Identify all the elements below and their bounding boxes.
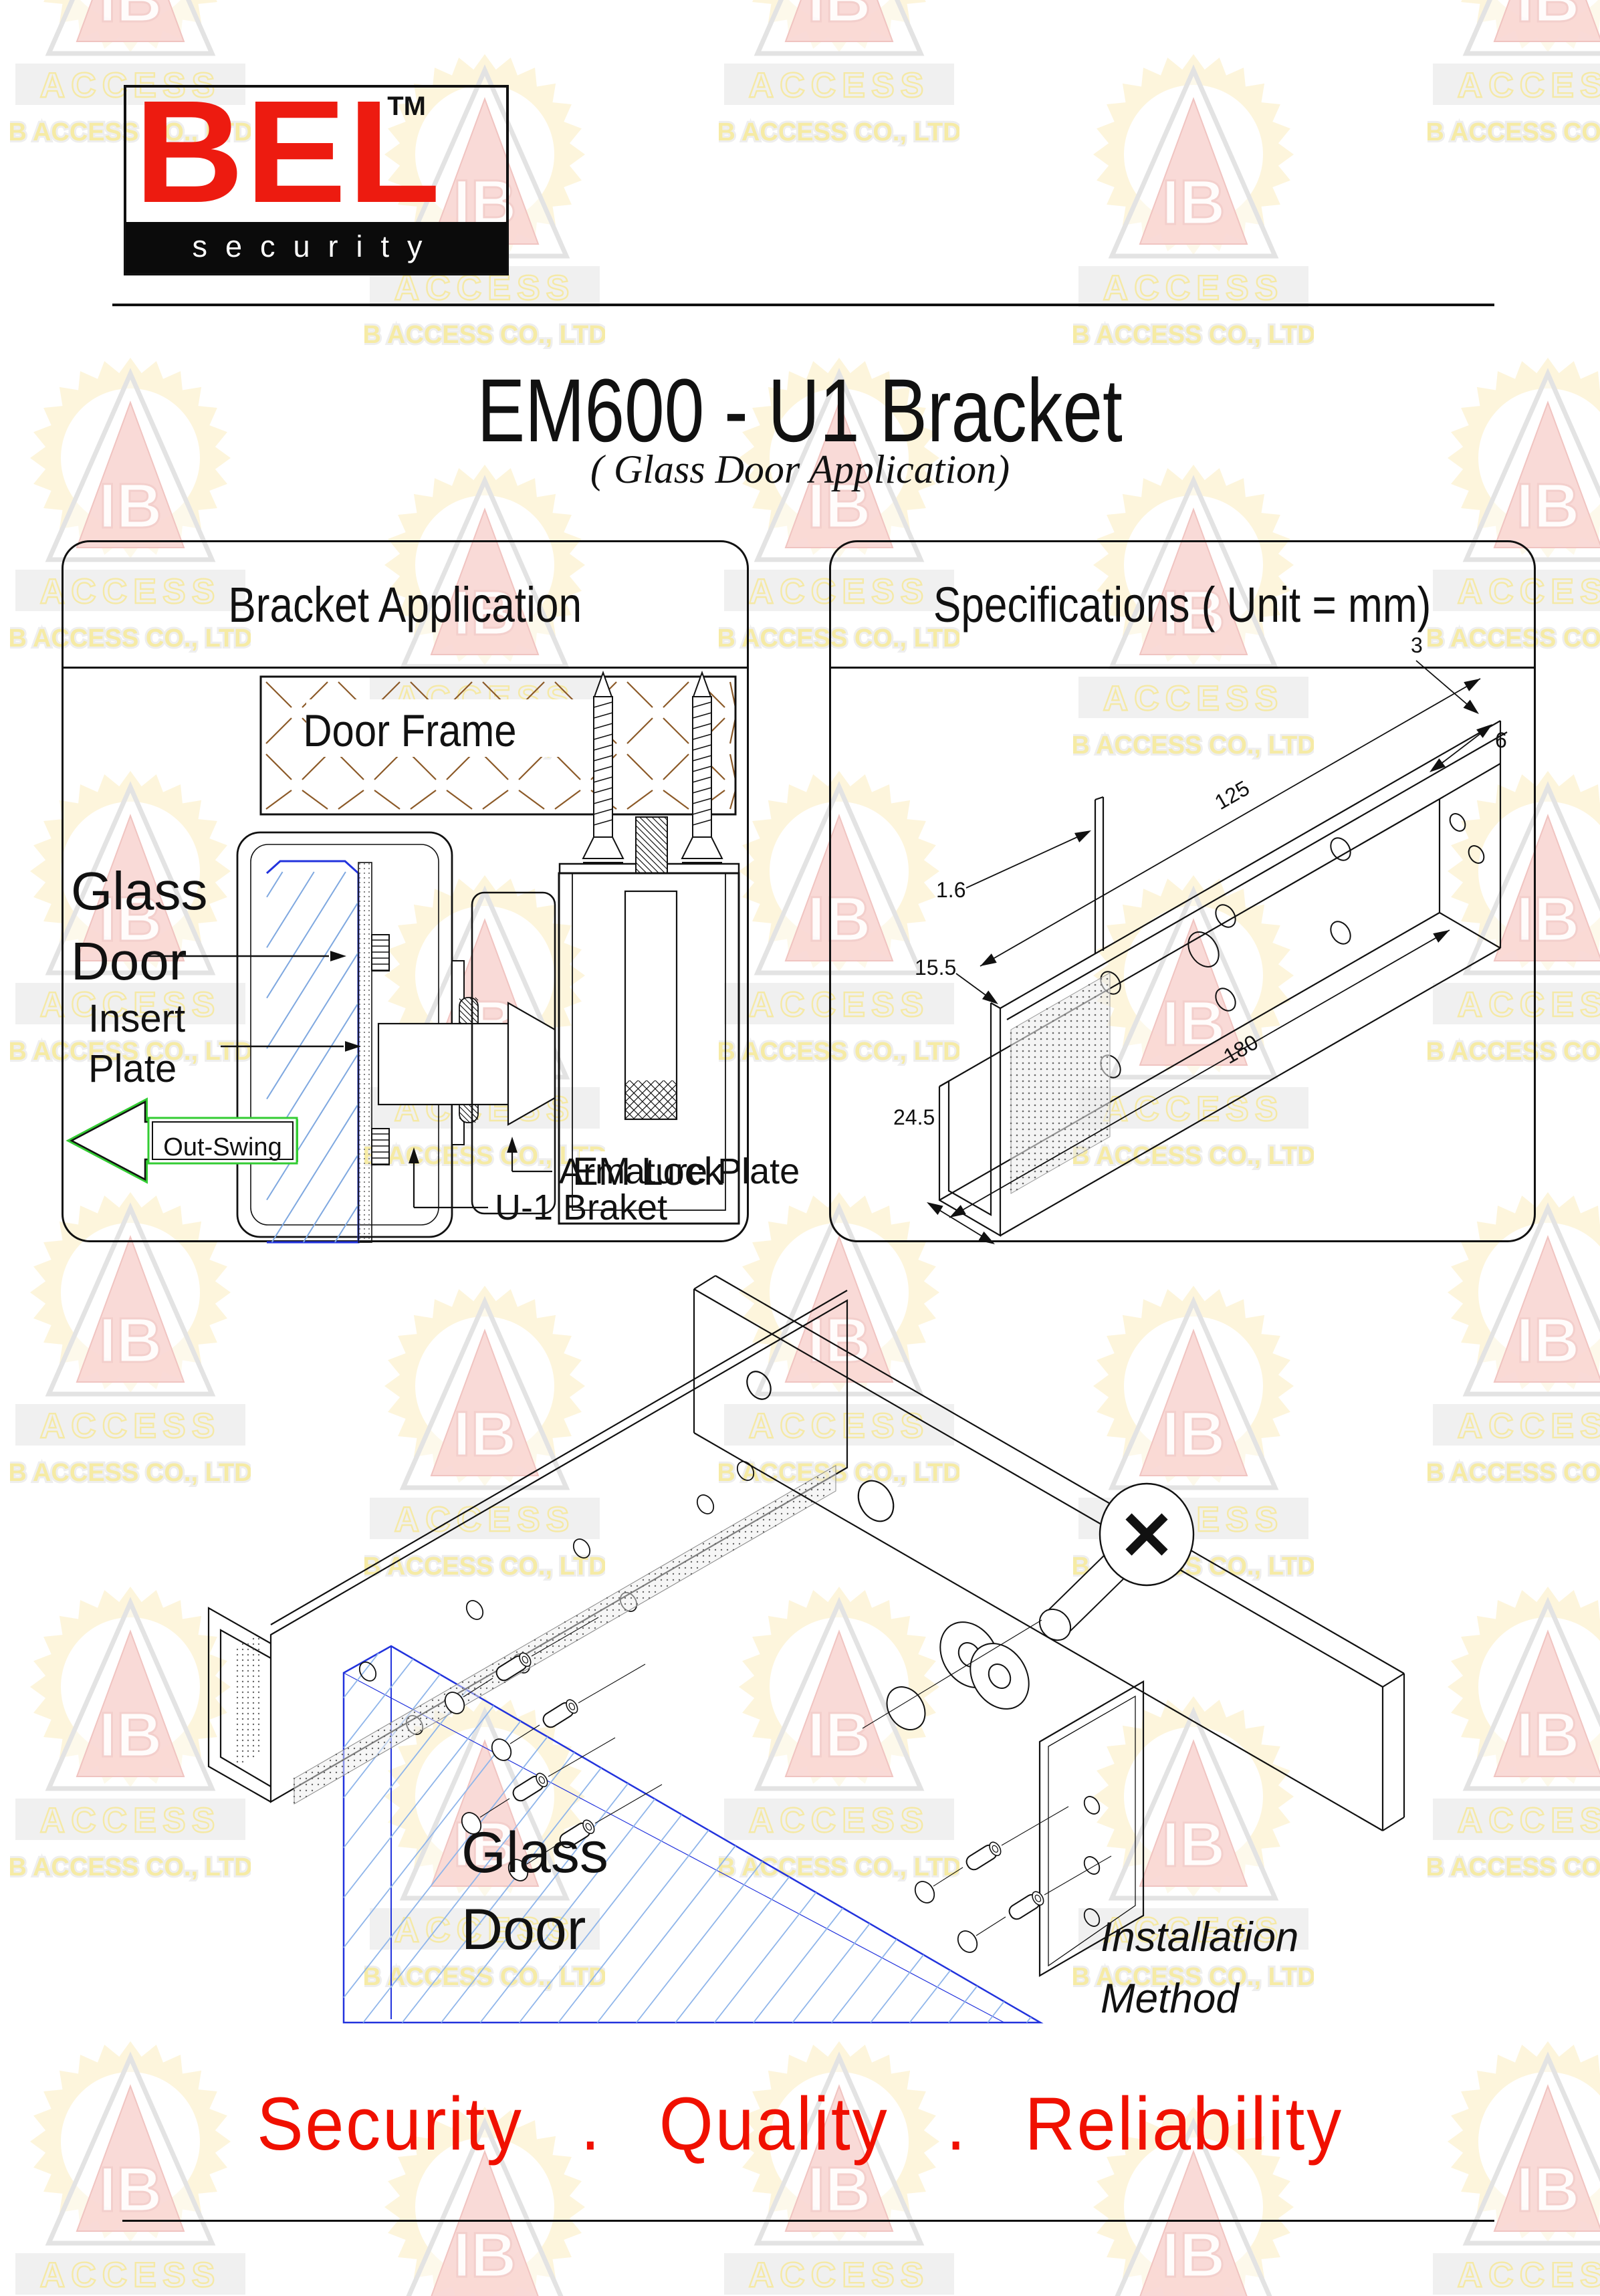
svg-text:ACCESS: ACCESS — [1458, 1407, 1600, 1446]
insert-plate-label-2: Plate — [88, 1047, 177, 1090]
bel-logo-tagline: security — [126, 222, 507, 273]
dim-125: 125 — [1211, 776, 1254, 814]
leader-lines — [144, 951, 552, 1209]
insert-plate-texture — [358, 863, 370, 1240]
glass-door-iso-label-2: Door — [461, 1898, 586, 1962]
armature-plate-label: Armature Plate — [559, 1151, 800, 1191]
svg-text:ACCESS: ACCESS — [1458, 2256, 1600, 2295]
em-lock-label: EM Lock — [572, 1150, 724, 1193]
watermark-unit: IB ACCESS IB ACCESS CO., LTD. — [719, 0, 959, 148]
glass-door-label-2: Door — [71, 931, 187, 991]
bracket-application-header: Bracket Application — [64, 542, 747, 669]
u1-bracket-label: U-1 Braket — [495, 1187, 667, 1228]
bel-logo-text: BEL — [134, 71, 442, 233]
bracket-application-drawing: Door Frame EM Lock Glass Door Inser — [66, 671, 800, 1244]
dim-6: 6 — [1495, 728, 1507, 752]
svg-text:ACCESS: ACCESS — [1458, 1801, 1600, 1840]
svg-text:IB: IB — [808, 0, 871, 35]
out-swing-arrow: Out-Swing — [66, 1097, 298, 1184]
svg-text:IB: IB — [1162, 2220, 1226, 2291]
dim-3: 3 — [1411, 633, 1423, 657]
glass-hatch — [266, 871, 359, 1243]
insert-pad-texture — [1010, 972, 1111, 1194]
svg-text:IB: IB — [453, 2220, 517, 2291]
specifications-drawing: 3 6 125 1.6 15.5 180 24.5 — [893, 633, 1508, 1244]
threaded-rod — [635, 816, 668, 874]
svg-text:IB: IB — [1516, 1305, 1580, 1376]
channel-holes-iso — [358, 1461, 755, 1735]
em-lock-core-hatch — [624, 1080, 677, 1120]
door-frame — [259, 675, 737, 816]
svg-text:IB: IB — [1516, 0, 1580, 35]
footer-slogan: Security . Quality . Reliability — [257, 2082, 1343, 2166]
svg-text:ACCESS: ACCESS — [749, 2256, 930, 2295]
glass-door-iso-label-1: Glass — [461, 1821, 608, 1885]
insert-plate-section — [358, 862, 372, 1243]
svg-text:IB ACCESS CO., LTD.: IB ACCESS CO., LTD. — [1073, 321, 1314, 349]
page-subtitle: ( Glass Door Application) — [590, 447, 1010, 491]
insert-pad-iso — [236, 1465, 836, 1805]
svg-text:ACCESS: ACCESS — [40, 2256, 221, 2295]
installation-method-caption: Installation Method — [1101, 1914, 1299, 2022]
machine-screw — [1038, 1482, 1195, 1641]
door-frame-label: Door Frame — [303, 705, 516, 756]
glass-door-section — [265, 860, 360, 1244]
mounting-screws — [582, 671, 723, 863]
svg-text:ACCESS: ACCESS — [1458, 66, 1600, 105]
glass-door-label-1: Glass — [71, 861, 208, 921]
dim-15-5: 15.5 — [915, 955, 956, 980]
watermark-unit: IB ACCESS IB ACCESS CO., LTD. — [1427, 0, 1600, 148]
bel-logo: BEL TM security — [124, 71, 509, 275]
washers — [862, 1619, 1042, 1730]
dim-24-5: 24.5 — [893, 1105, 935, 1129]
svg-text:IB ACCESS CO., LTD.: IB ACCESS CO., LTD. — [719, 118, 959, 146]
out-swing-label: Out-Swing — [163, 1133, 281, 1161]
header-rule — [112, 304, 1494, 306]
svg-text:ACCESS: ACCESS — [749, 66, 930, 105]
u1-channel-exploded — [207, 1290, 848, 1805]
svg-text:IB ACCESS CO., LTD.: IB ACCESS CO., LTD. — [1427, 118, 1600, 146]
watermark-unit: IB ACCESS IB ACCESS CO., LTD. — [1073, 54, 1314, 351]
em-lock-label-chip — [580, 1151, 715, 1193]
em-lock-bar — [693, 1275, 1405, 1831]
dim-1-6: 1.6 — [936, 878, 965, 902]
u1-channel-iso — [938, 720, 1508, 1237]
svg-text:IB ACCESS CO., LTD.: IB ACCESS CO., LTD. — [364, 321, 605, 349]
svg-text:IB: IB — [99, 0, 162, 35]
insert-plate-label-1: Insert — [88, 997, 185, 1040]
svg-text:ACCESS: ACCESS — [1103, 269, 1284, 308]
svg-text:IB: IB — [1516, 1700, 1580, 1770]
clamp-screws — [371, 934, 390, 1165]
trademark-symbol: TM — [387, 92, 426, 121]
door-frame-label-chip — [306, 699, 608, 757]
footer-rule — [122, 2220, 1494, 2222]
svg-text:IB: IB — [1162, 167, 1226, 238]
channel-holes — [1100, 813, 1485, 1078]
